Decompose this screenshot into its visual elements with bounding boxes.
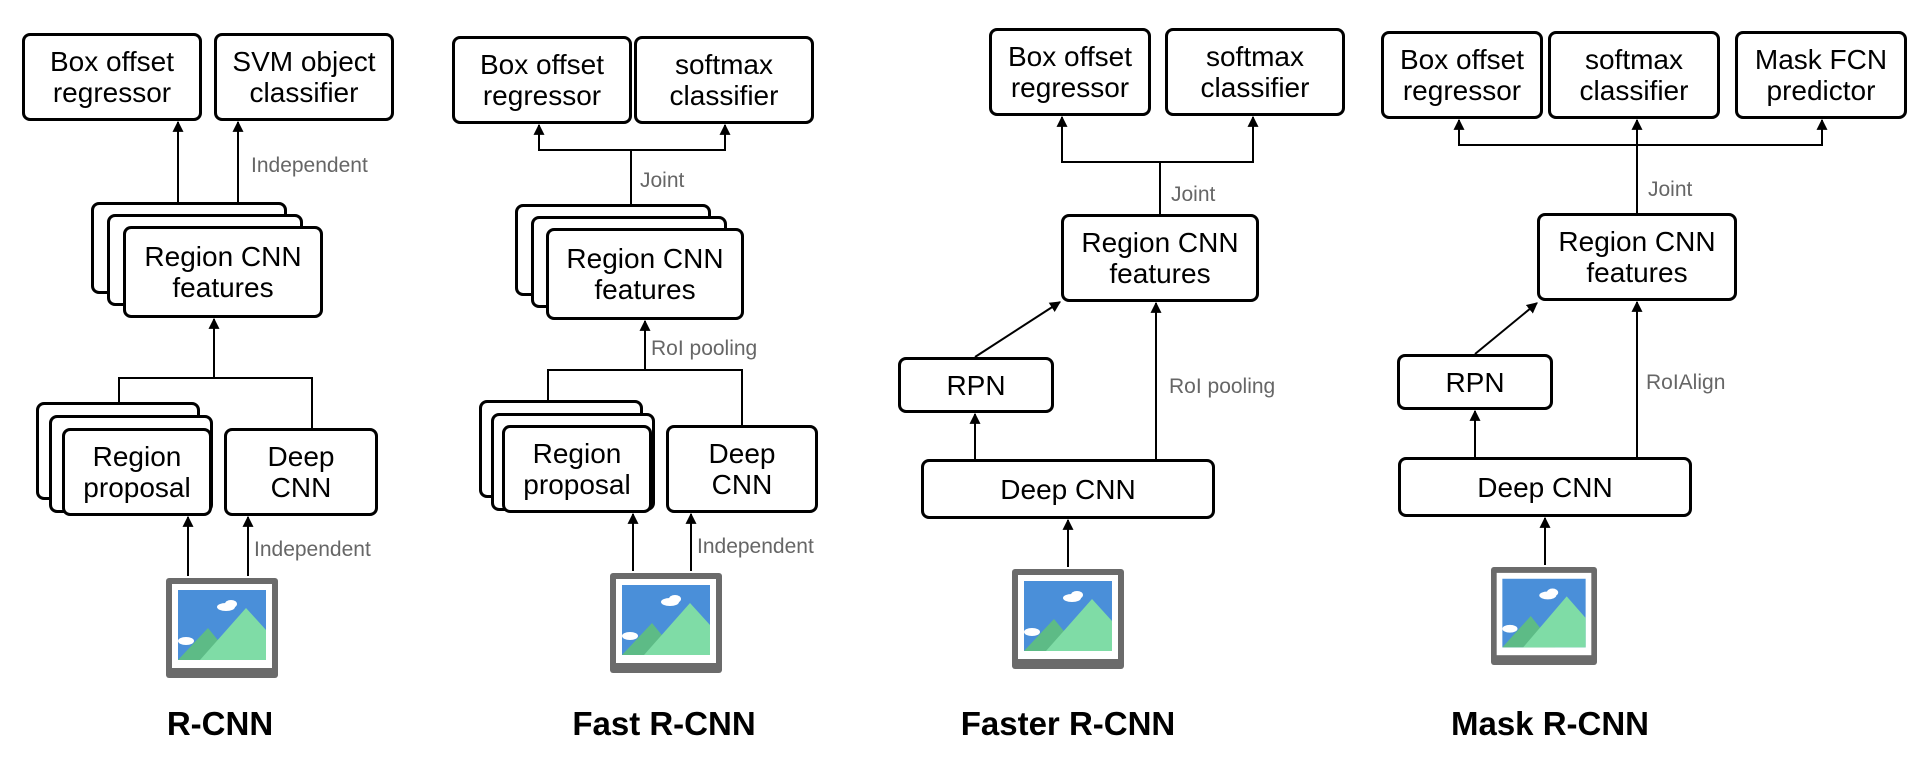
mask-joint-branch (1458, 120, 1823, 146)
mask-softmax-classifier: softmax classifier (1548, 31, 1720, 119)
fast-label-roi-pooling: RoI pooling (651, 337, 758, 360)
rcnn-title: R-CNN (166, 705, 274, 742)
rcnn-region-cnn-features: Region CNN features (123, 226, 323, 318)
input-image-icon (610, 573, 722, 673)
fast-label-independent: Independent (697, 535, 814, 558)
mask-rpn: RPN (1397, 354, 1553, 410)
faster-label-joint: Joint (1171, 183, 1216, 206)
input-image-icon (1012, 569, 1124, 669)
mask-deep-cnn: Deep CNN (1398, 457, 1692, 517)
fast-joint-branch (538, 125, 726, 151)
mask-box-offset-regressor: Box offset regressor (1381, 31, 1543, 119)
mask-mask-fcn-predictor: Mask FCN predictor (1735, 31, 1907, 119)
mask-region-cnn-features: Region CNN features (1537, 213, 1737, 301)
faster-arrow-rpn-to-features (974, 301, 1061, 358)
faster-label-roi-pooling: RoI pooling (1169, 375, 1276, 398)
rcnn-box-offset-regressor: Box offset regressor (22, 33, 202, 121)
faster-box-offset-regressor: Box offset regressor (989, 28, 1151, 116)
faster-rpn: RPN (898, 357, 1054, 413)
faster-softmax-classifier: softmax classifier (1165, 28, 1345, 116)
mask-arrow-rpn-to-features (1474, 302, 1538, 355)
rcnn-merge-line (118, 377, 313, 428)
fast-deep-cnn: Deep CNN (666, 425, 818, 513)
faster-title: Faster R-CNN (960, 705, 1176, 742)
rcnn-region-proposal: Region proposal (62, 428, 212, 516)
mask-label-joint: Joint (1648, 178, 1693, 201)
faster-region-cnn-features: Region CNN features (1061, 214, 1259, 302)
fast-region-proposal: Region proposal (502, 425, 652, 513)
fast-softmax-classifier: softmax classifier (634, 36, 814, 124)
rcnn-svm-object-classifier: SVM object classifier (214, 33, 394, 121)
input-image-icon (166, 578, 278, 678)
mask-label-roialign: RoIAlign (1646, 371, 1726, 394)
input-image-icon (1491, 567, 1597, 665)
rcnn-deep-cnn: Deep CNN (224, 428, 378, 516)
fast-region-cnn-features: Region CNN features (546, 228, 744, 320)
mask-title: Mask R-CNN (1450, 705, 1650, 742)
rcnn-label-independent-top: Independent (251, 154, 368, 177)
rcnn-label-independent-bottom: Independent (254, 538, 371, 561)
faster-deep-cnn: Deep CNN (921, 459, 1215, 519)
faster-joint-branch (1061, 117, 1254, 163)
fast-box-offset-regressor: Box offset regressor (452, 36, 632, 124)
fast-label-joint: Joint (640, 169, 685, 192)
fast-merge-line (547, 369, 743, 425)
fast-title: Fast R-CNN (572, 705, 756, 742)
